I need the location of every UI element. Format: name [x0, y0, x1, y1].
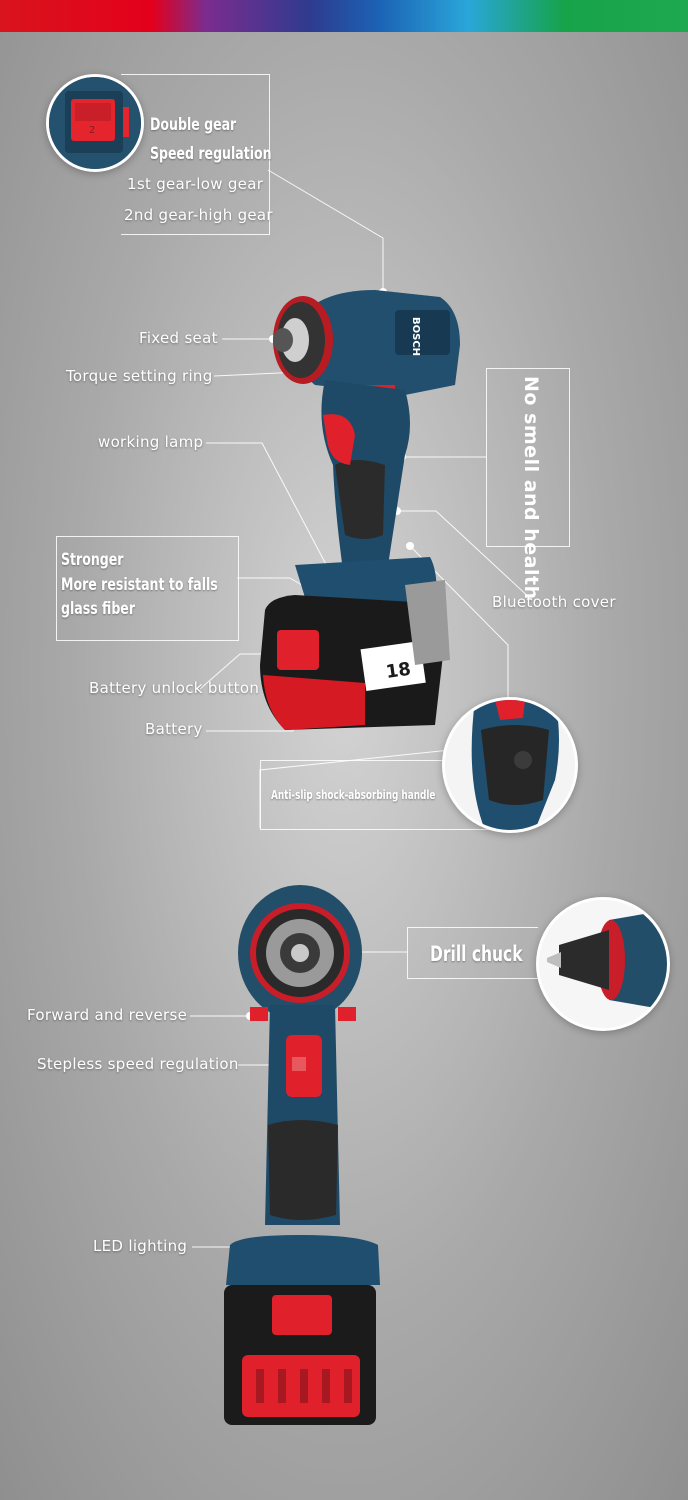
- label-working-lamp: working lamp: [98, 433, 204, 451]
- no-smell-panel-frame: [486, 368, 570, 547]
- drill-chuck-inset: [536, 897, 670, 1031]
- top-color-banner: [0, 0, 688, 32]
- stronger-line-3: glass fiber: [61, 599, 136, 619]
- drill-front-view: [224, 885, 380, 1425]
- battery-voltage-text: 18: [385, 659, 413, 683]
- gear-switch-digit: 2: [89, 125, 96, 136]
- gear-panel-line-1: 1st gear-low gear: [127, 175, 264, 193]
- handle-closeup-inset: [442, 697, 578, 833]
- label-fixed-seat: Fixed seat: [139, 329, 218, 347]
- label-bluetooth-cover: Bluetooth cover: [492, 593, 616, 611]
- anti-slip-panel-frame: [260, 760, 511, 830]
- gear-panel-title-2: Speed regulation: [150, 144, 272, 164]
- gear-panel-line-2: 2nd gear-high gear: [124, 206, 273, 224]
- gear-panel-title-1: Double gear: [150, 115, 237, 135]
- label-battery: Battery: [145, 720, 203, 738]
- label-drill-chuck: Drill chuck: [430, 942, 523, 966]
- stronger-panel-frame: [56, 536, 239, 641]
- drill-side-view: 18 BOSCH: [260, 290, 460, 730]
- drill-chuck-panel-frame: [407, 927, 538, 979]
- stronger-line-2: More resistant to falls: [61, 575, 218, 595]
- label-stepless: Stepless speed regulation: [37, 1055, 239, 1073]
- label-torque-ring: Torque setting ring: [66, 367, 213, 385]
- gear-panel-frame: [121, 74, 270, 235]
- gear-switch-inset: 2: [46, 74, 144, 172]
- label-led-lighting: LED lighting: [93, 1237, 188, 1255]
- label-no-smell: No smell and health: [520, 376, 542, 600]
- label-forward-reverse: Forward and reverse: [27, 1006, 188, 1024]
- label-anti-slip: Anti-slip shock-absorbing handle: [271, 788, 436, 802]
- label-battery-unlock: Battery unlock button: [89, 679, 260, 697]
- stronger-line-1: Stronger: [61, 550, 124, 570]
- brand-text: BOSCH: [410, 317, 421, 356]
